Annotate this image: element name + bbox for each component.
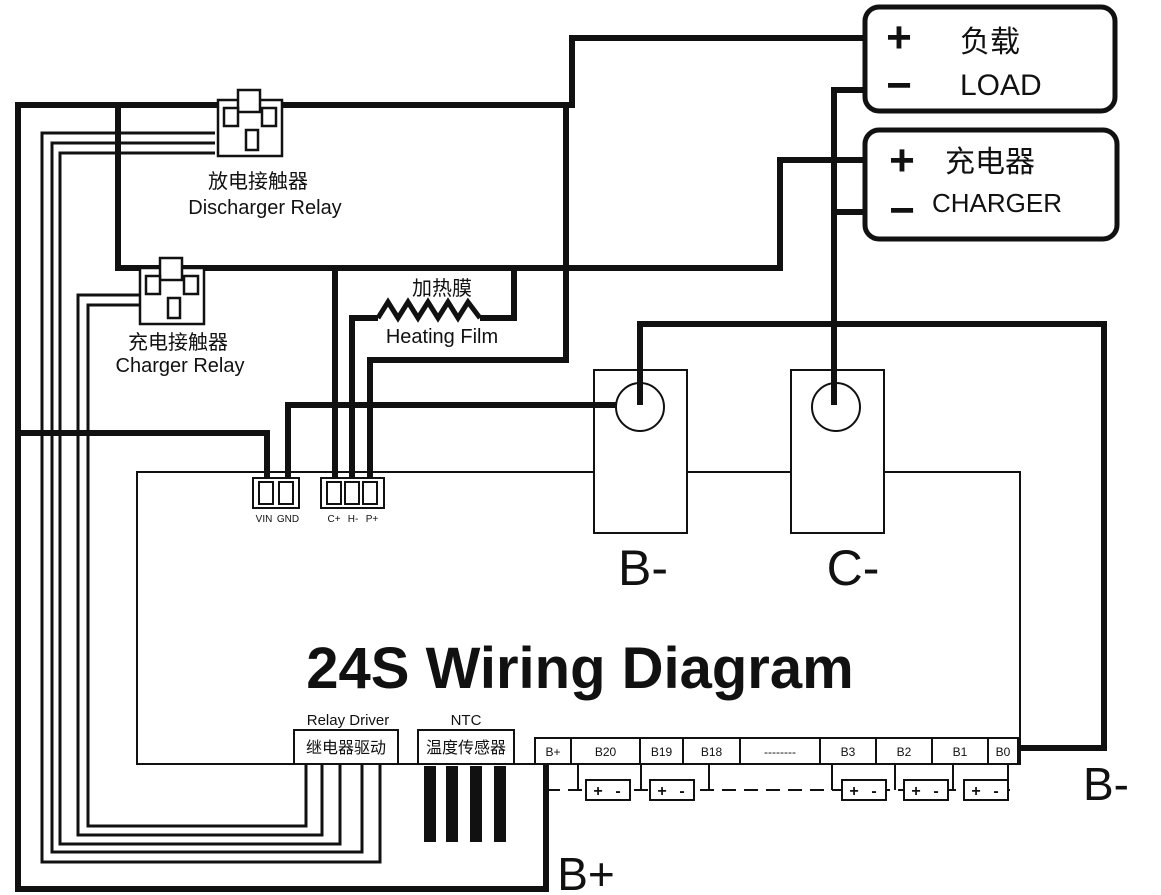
load-label-cn: 负载 xyxy=(960,26,1020,59)
battery-minus-sign: - xyxy=(871,783,876,800)
balance-pin-label: -------- xyxy=(764,745,796,759)
balance-pin-label: B1 xyxy=(953,745,968,759)
charger-box: + − 充电器 CHARGER xyxy=(862,127,1120,242)
heating-film-label-en: Heating Film xyxy=(386,326,498,348)
b-minus-output-label: B- xyxy=(1083,758,1129,810)
balance-frame xyxy=(534,737,1019,765)
wire-h-minus xyxy=(349,315,378,505)
load-label-en: LOAD xyxy=(960,69,1042,102)
heating-film-label-cn: 加热膜 xyxy=(412,277,472,300)
charger-label-cn: 充电器 xyxy=(945,146,1035,179)
discharger-relay-label-cn: 放电接触器 xyxy=(208,170,308,193)
charger-minus-sign: − xyxy=(889,186,915,235)
battery-minus-sign: - xyxy=(993,783,998,800)
discharger-relay xyxy=(216,88,284,158)
balance-pin-label: B18 xyxy=(701,745,723,759)
battery-string: +-+-+-+-+- xyxy=(546,764,1010,801)
battery-plus-sign: + xyxy=(911,783,920,800)
charger-relay-label-cn: 充电接触器 xyxy=(128,331,228,354)
relay-driver-wires xyxy=(40,131,382,864)
battery-minus-sign: - xyxy=(679,783,684,800)
relay-driver-label-en: Relay Driver xyxy=(307,712,390,729)
c-minus-terminal xyxy=(790,320,885,534)
chp-connector xyxy=(320,477,385,509)
c-minus-terminal-label: C- xyxy=(827,540,880,596)
battery-cell: +- xyxy=(903,779,949,801)
battery-cell: +- xyxy=(963,779,1009,801)
wire-p-plus xyxy=(367,105,569,505)
relay-driver-label-cn: 继电器驱动 xyxy=(306,739,386,757)
wire-load-plus xyxy=(15,35,865,892)
ntc-block xyxy=(417,729,515,765)
gnd-label: GND xyxy=(277,514,299,525)
balance-pin-label: B20 xyxy=(595,745,617,759)
charger-relay xyxy=(138,256,206,326)
p-plus-label: P+ xyxy=(366,514,379,525)
balance-pin-label: B2 xyxy=(897,745,912,759)
wire-heating-right xyxy=(480,268,517,321)
battery-minus-sign: - xyxy=(615,783,620,800)
balance-pin-label: B0 xyxy=(996,745,1011,759)
balance-connector: B+ B20 B19 B18 -------- B3 B2 B1 B0 xyxy=(534,737,1019,765)
charger-plus-sign: + xyxy=(889,136,915,185)
balance-pin-label: B+ xyxy=(545,745,560,759)
diagram-title: 24S Wiring Diagram xyxy=(306,636,853,701)
wire-vin xyxy=(18,430,270,505)
battery-cell: +- xyxy=(841,779,887,801)
b-plus-output-label: B+ xyxy=(557,848,615,895)
ntc-probes xyxy=(424,766,506,842)
wire-gnd xyxy=(285,402,640,505)
power-wires xyxy=(15,35,1107,892)
load-plus-sign: + xyxy=(886,13,912,62)
battery-plus-sign: + xyxy=(657,783,666,800)
battery-minus-sign: - xyxy=(933,783,938,800)
h-minus-label: H- xyxy=(348,514,359,525)
battery-cell: +- xyxy=(649,779,695,801)
wire-c-minus xyxy=(831,87,865,410)
vin-gnd-connector xyxy=(252,477,300,509)
battery-plus-sign: + xyxy=(593,783,602,800)
c-plus-label: C+ xyxy=(327,514,340,525)
balance-pin-label: B19 xyxy=(651,745,673,759)
ntc-label-en: NTC xyxy=(451,712,482,729)
relay-driver-block xyxy=(293,729,399,765)
b-minus-terminal xyxy=(593,324,688,534)
charger-label-en: CHARGER xyxy=(932,188,1062,218)
load-minus-sign: − xyxy=(886,61,912,110)
wire-relay-bus xyxy=(115,105,865,271)
discharger-relay-label-en: Discharger Relay xyxy=(188,197,341,219)
b-minus-terminal-label: B- xyxy=(618,540,668,596)
ntc-label-cn: 温度传感器 xyxy=(426,739,506,757)
vin-label: VIN xyxy=(256,514,273,525)
charger-relay-label-en: Charger Relay xyxy=(116,355,245,377)
battery-plus-sign: + xyxy=(849,783,858,800)
battery-plus-sign: + xyxy=(971,783,980,800)
load-box: + − 负载 LOAD xyxy=(862,4,1118,114)
balance-pin-label: B3 xyxy=(841,745,856,759)
heating-film-resistor xyxy=(375,297,482,323)
battery-cell: +- xyxy=(585,779,631,801)
